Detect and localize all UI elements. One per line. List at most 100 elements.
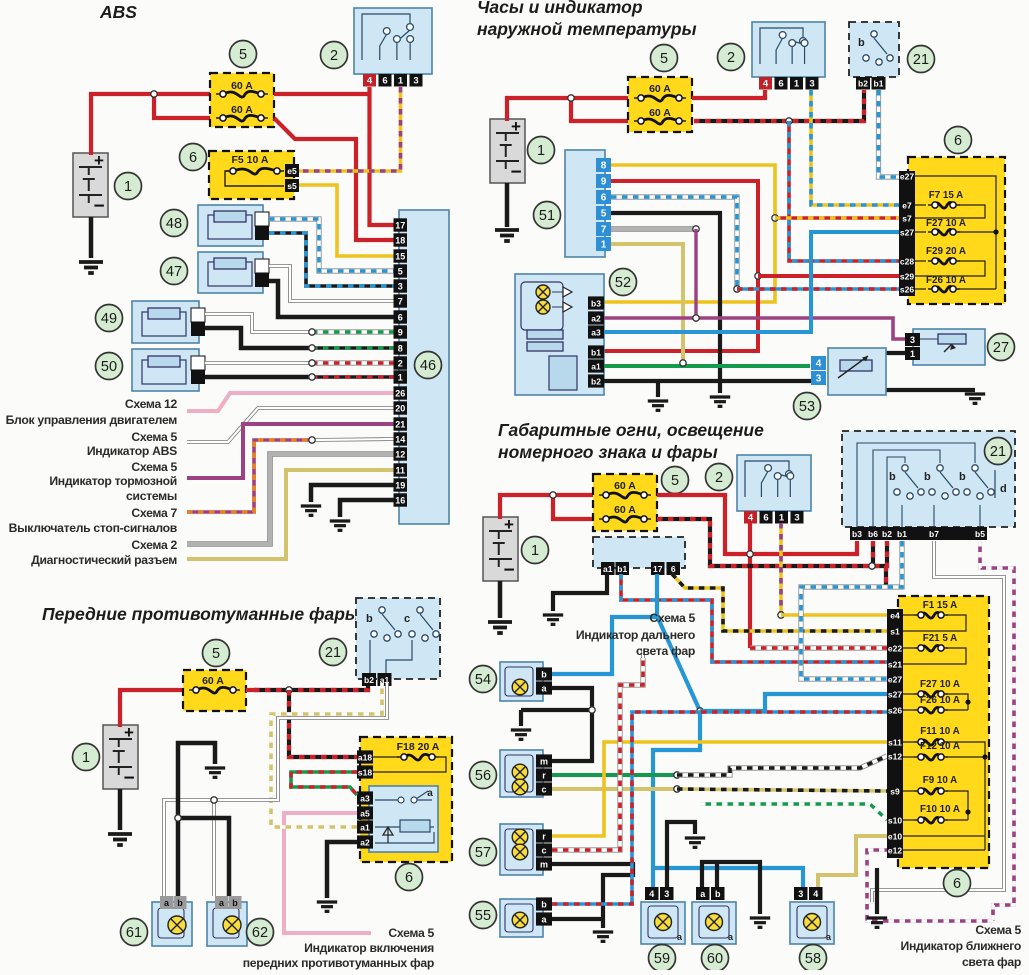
svg-text:8: 8 xyxy=(398,343,403,353)
svg-text:a1: a1 xyxy=(591,361,601,371)
svg-text:Индикатор дальнего: Индикатор дальнего xyxy=(576,628,695,642)
svg-text:b2: b2 xyxy=(591,376,601,386)
svg-text:a: a xyxy=(541,914,547,924)
svg-text:s7: s7 xyxy=(902,214,912,224)
svg-text:F11 10 A: F11 10 A xyxy=(920,726,959,737)
svg-text:60: 60 xyxy=(707,951,723,967)
svg-text:3: 3 xyxy=(794,513,799,524)
svg-text:20: 20 xyxy=(395,403,405,413)
svg-text:1: 1 xyxy=(794,79,800,90)
svg-text:наружной температуры: наружной температуры xyxy=(477,19,697,39)
svg-text:e10: e10 xyxy=(888,832,902,842)
svg-text:1: 1 xyxy=(779,513,785,524)
svg-text:b7: b7 xyxy=(929,529,939,539)
svg-text:s26: s26 xyxy=(888,706,902,716)
svg-text:c28: c28 xyxy=(900,257,914,267)
svg-text:F27 10 A: F27 10 A xyxy=(920,679,960,690)
svg-text:a: a xyxy=(826,932,832,942)
svg-text:a1: a1 xyxy=(360,822,370,832)
svg-text:Схема 5: Схема 5 xyxy=(975,923,1021,937)
svg-text:59: 59 xyxy=(654,951,670,967)
svg-text:4: 4 xyxy=(367,76,373,87)
svg-text:b: b xyxy=(858,37,865,49)
svg-text:s26: s26 xyxy=(900,285,914,295)
svg-text:b3: b3 xyxy=(852,529,862,539)
svg-text:62: 62 xyxy=(252,925,268,941)
svg-text:60 A: 60 A xyxy=(649,83,671,95)
svg-text:+: + xyxy=(94,151,104,170)
svg-text:21: 21 xyxy=(990,444,1006,460)
svg-text:s27: s27 xyxy=(888,690,902,700)
svg-text:e4: e4 xyxy=(890,611,900,621)
svg-text:F26 10 A: F26 10 A xyxy=(920,695,960,706)
svg-text:50: 50 xyxy=(101,359,117,375)
svg-text:3: 3 xyxy=(816,373,822,384)
svg-text:60 A: 60 A xyxy=(614,480,636,492)
svg-text:5: 5 xyxy=(398,266,403,276)
svg-text:b1: b1 xyxy=(897,529,907,539)
svg-text:s12: s12 xyxy=(888,752,902,762)
svg-text:+: + xyxy=(511,117,521,136)
svg-text:6: 6 xyxy=(778,79,783,90)
svg-text:−: − xyxy=(93,196,104,217)
svg-text:27: 27 xyxy=(993,340,1009,356)
svg-text:e27: e27 xyxy=(888,675,902,685)
svg-text:F21 5 A: F21 5 A xyxy=(923,633,958,644)
svg-text:18: 18 xyxy=(395,235,405,245)
svg-text:16: 16 xyxy=(395,495,405,505)
svg-text:2: 2 xyxy=(715,470,723,486)
svg-text:s21: s21 xyxy=(888,660,902,670)
svg-text:Индикатор тормозной: Индикатор тормозной xyxy=(49,474,177,488)
svg-text:a: a xyxy=(164,898,170,908)
svg-text:Блок управления двигателем: Блок управления двигателем xyxy=(6,413,178,427)
svg-text:−: − xyxy=(503,560,514,581)
svg-text:14: 14 xyxy=(395,434,405,444)
svg-text:4: 4 xyxy=(748,513,754,524)
svg-text:F7 15 A: F7 15 A xyxy=(929,190,964,201)
svg-text:a3: a3 xyxy=(360,793,370,803)
svg-text:Часы и индикатор: Часы и индикатор xyxy=(477,0,643,17)
svg-text:+: + xyxy=(124,723,134,742)
svg-text:53: 53 xyxy=(799,399,815,415)
svg-text:b: b xyxy=(715,889,721,899)
svg-text:s11: s11 xyxy=(888,738,902,748)
svg-text:Передние противотуманные фары: Передние противотуманные фары xyxy=(42,604,360,624)
svg-text:F9 10 A: F9 10 A xyxy=(923,775,958,786)
svg-text:15: 15 xyxy=(395,251,405,261)
svg-text:48: 48 xyxy=(166,216,182,232)
svg-text:a: a xyxy=(427,788,433,799)
svg-text:a2: a2 xyxy=(360,837,370,847)
svg-text:1: 1 xyxy=(537,143,545,159)
svg-text:F12 10 A: F12 10 A xyxy=(920,741,960,752)
svg-text:b: b xyxy=(924,471,931,483)
svg-text:5: 5 xyxy=(601,208,607,219)
svg-text:21: 21 xyxy=(395,419,405,429)
svg-text:b3: b3 xyxy=(591,298,601,308)
svg-text:s29: s29 xyxy=(900,272,914,282)
svg-text:1: 1 xyxy=(601,239,607,250)
svg-text:60 A: 60 A xyxy=(231,80,253,92)
svg-text:56: 56 xyxy=(475,768,491,784)
svg-text:b2: b2 xyxy=(858,79,868,89)
svg-text:c: c xyxy=(541,845,546,855)
svg-text:3: 3 xyxy=(910,335,915,345)
svg-text:Диагностический разъем: Диагностический разъем xyxy=(31,553,177,567)
svg-text:Схема 12: Схема 12 xyxy=(125,397,178,411)
svg-text:12: 12 xyxy=(395,449,405,459)
svg-text:a: a xyxy=(728,932,734,942)
svg-text:света фар: света фар xyxy=(962,955,1021,969)
svg-text:51: 51 xyxy=(539,208,555,224)
svg-text:9: 9 xyxy=(601,176,607,187)
svg-text:17: 17 xyxy=(653,564,663,574)
svg-text:1: 1 xyxy=(531,543,539,559)
svg-text:4: 4 xyxy=(763,79,769,90)
svg-text:s5: s5 xyxy=(287,181,297,191)
svg-text:60 A: 60 A xyxy=(614,504,636,516)
svg-text:Схема 5: Схема 5 xyxy=(131,430,177,444)
svg-text:e22: e22 xyxy=(888,644,902,654)
svg-text:F26 10 A: F26 10 A xyxy=(926,275,966,286)
svg-text:номерного знака и фары: номерного знака и фары xyxy=(498,442,718,462)
svg-text:6: 6 xyxy=(601,192,607,203)
svg-text:4: 4 xyxy=(649,889,654,899)
svg-text:r: r xyxy=(542,831,546,841)
